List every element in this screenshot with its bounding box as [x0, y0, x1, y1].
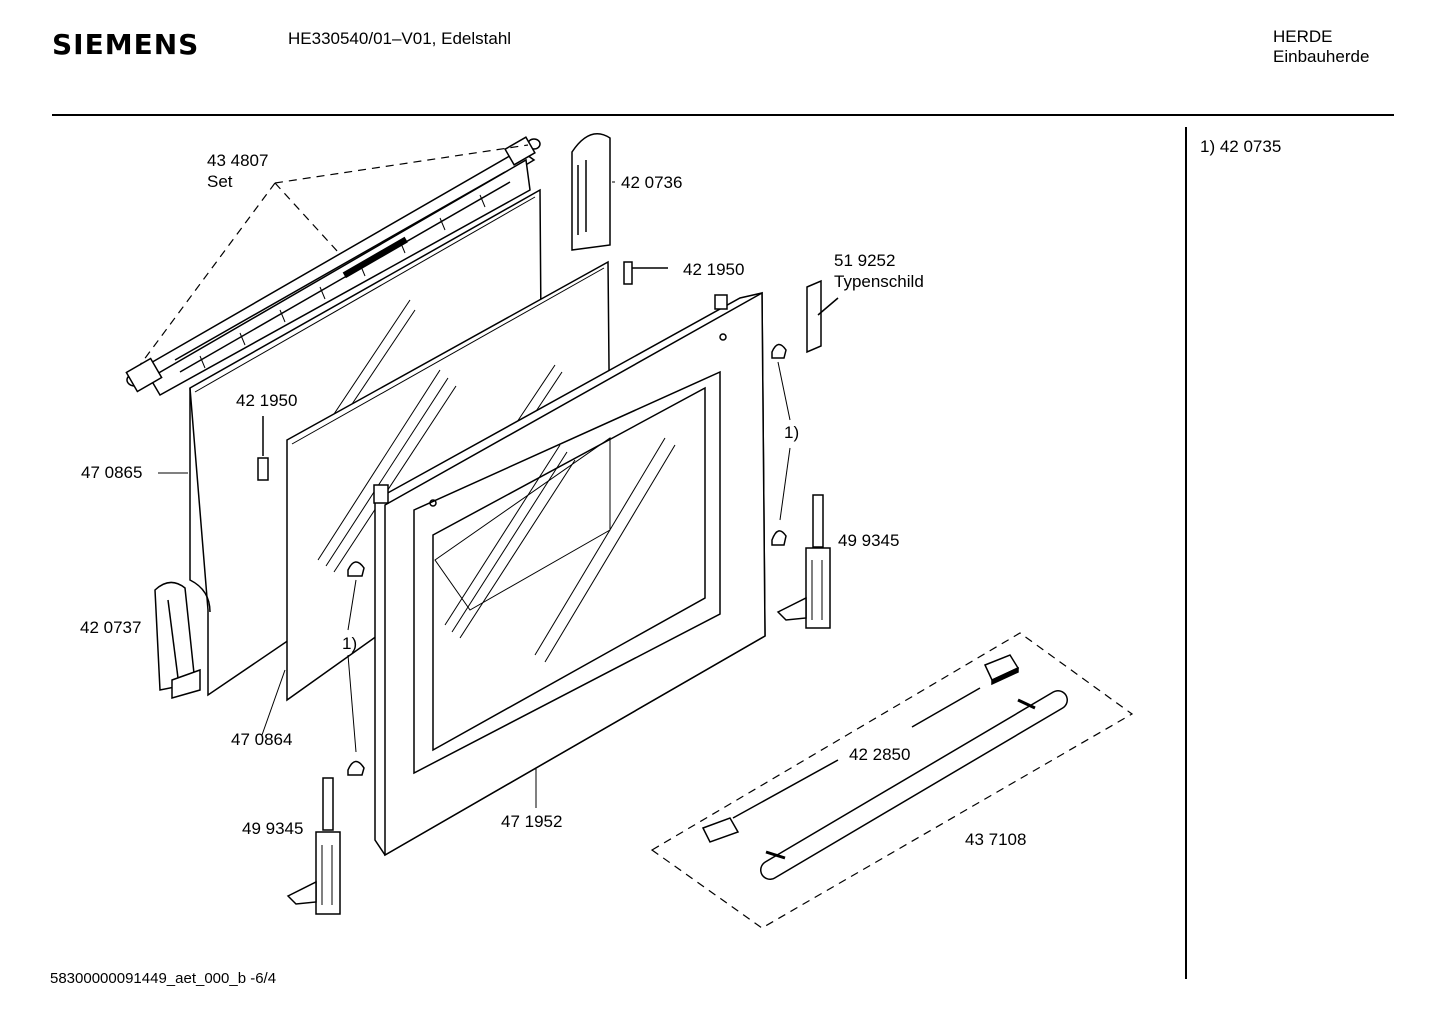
hinge-cap-left-bottom	[347, 760, 365, 776]
label-part-421950-top: 42 1950	[683, 260, 744, 279]
hinge-cap-right-bottom	[771, 530, 787, 546]
label-part-420736: 42 0736	[621, 173, 682, 192]
hinge-cap-right-top	[771, 343, 787, 359]
footnote: 1) 42 0735	[1200, 137, 1282, 156]
document-code: 58300000091449_aet_000_b -6/4	[50, 970, 277, 987]
rail-end-cap-right	[504, 136, 541, 166]
label-part-499345-right: 49 9345	[838, 531, 899, 550]
handle-support-top	[911, 654, 1020, 728]
header-divider	[52, 114, 1394, 116]
label-part-422850: 42 2850	[849, 745, 910, 764]
brand-logo: SIEMENS	[52, 28, 200, 61]
hinge-left	[286, 777, 341, 915]
label-part-499345-left: 49 9345	[242, 819, 303, 838]
label-part-471952: 47 1952	[501, 812, 562, 831]
label-part-437108: 43 7108	[965, 830, 1026, 849]
clip-421950-mid	[257, 416, 269, 481]
label-part-470865: 47 0865	[81, 463, 142, 482]
label-typenschild: Typenschild	[834, 272, 924, 291]
rail-end-cap-left	[125, 357, 163, 393]
bracket-420737	[154, 581, 201, 699]
door-handle-bar	[760, 690, 1068, 880]
label-ref-1-right: 1)	[784, 423, 799, 442]
label-part-420737: 42 0737	[80, 618, 141, 637]
label-part-421950-mid: 42 1950	[236, 391, 297, 410]
category-block: HERDE Einbauherde	[1273, 27, 1369, 67]
handle-support-bottom	[701, 759, 839, 843]
subcategory-label: Einbauherde	[1273, 47, 1370, 66]
set-leader-lines	[139, 144, 529, 366]
category-label: HERDE	[1273, 27, 1333, 46]
hinge-right	[776, 494, 831, 629]
hinge-cap-leaders	[347, 361, 791, 753]
handle-set-outline	[650, 632, 1134, 929]
label-ref-1-left: 1)	[342, 634, 357, 653]
label-set-word: Set	[207, 172, 233, 191]
label-set-number: 43 4807	[207, 151, 268, 170]
hinge-cap-left-top	[347, 561, 365, 577]
bracket-420736	[571, 133, 615, 251]
type-plate	[806, 279, 839, 354]
label-leaders	[158, 472, 537, 808]
outer-door-panel	[373, 291, 766, 857]
clip-421950-top	[623, 261, 668, 285]
label-part-519252: 51 9252	[834, 251, 895, 270]
model-title: HE330540/01–V01, Edelstahl	[288, 29, 512, 48]
side-divider	[1185, 127, 1187, 979]
label-part-470864: 47 0864	[231, 730, 292, 749]
